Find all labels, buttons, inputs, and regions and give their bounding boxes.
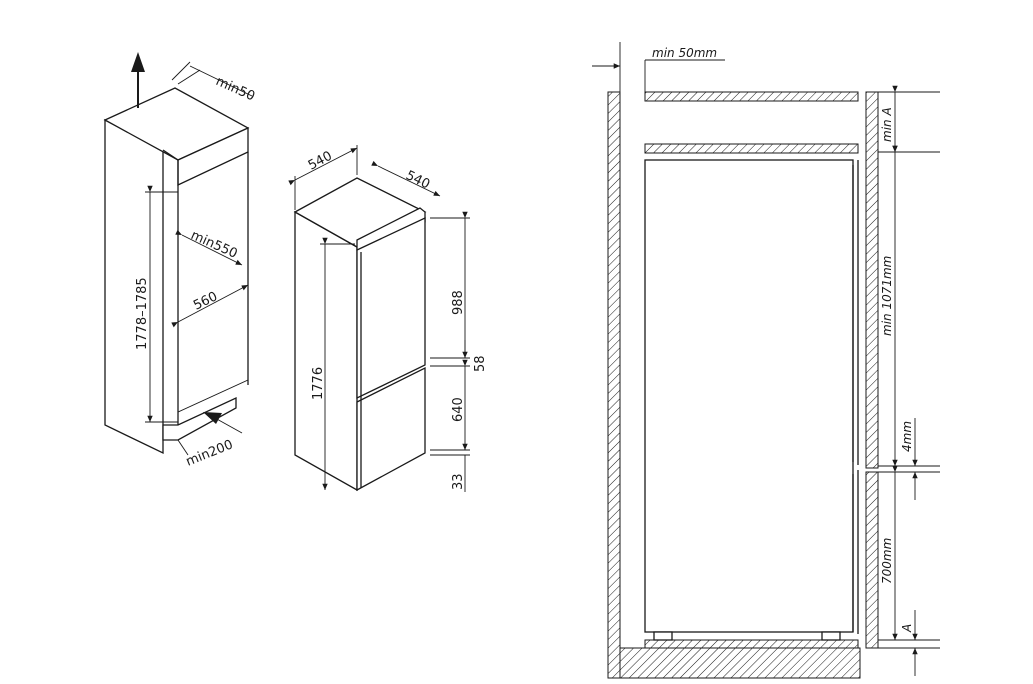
label-min550: min550 [188, 228, 239, 262]
label-min200: min200 [184, 437, 235, 469]
dim-unit-height: 1776 [311, 237, 355, 490]
floor-slab [619, 647, 861, 679]
label-unit-height: 1776 [311, 367, 326, 400]
upper-shelf [644, 143, 859, 154]
dim-560: 560 [171, 284, 249, 328]
label-min-a: min A [880, 107, 894, 142]
side-section: min 50mm min A min 1071mm 4mm 700mm A [592, 42, 940, 679]
dim-right-stack: 988 58 640 33 [430, 211, 488, 492]
unit-lower-door [356, 366, 426, 492]
dim-unit-depth: 540 [371, 160, 441, 197]
label-560: 560 [191, 289, 220, 313]
unit-upper-door [356, 216, 426, 400]
label-lower-door: 640 [451, 397, 466, 422]
appliance-body [644, 159, 854, 633]
label-top-clearance: min 50mm [652, 46, 717, 60]
front-panel-upper [865, 91, 879, 469]
rear-wall [607, 91, 621, 679]
front-panel-lower [865, 471, 879, 649]
label-min-height: min 1071mm [880, 256, 894, 336]
dim-min550: min550 [175, 228, 243, 266]
label-upper-door: 988 [451, 290, 466, 315]
unit-side-panel [294, 210, 358, 492]
niche-plinth [162, 396, 237, 441]
base-plate [644, 639, 859, 649]
foot-rear [653, 631, 673, 641]
label-gap: 58 [473, 355, 488, 372]
label-unit-depth: 540 [403, 168, 432, 192]
dim-niche-height: 1778–1785 [135, 185, 178, 423]
appliance-unit [293, 177, 427, 492]
label-min50: min50 [213, 74, 257, 104]
niche-side-panel [104, 118, 164, 455]
niche-opening [177, 151, 249, 413]
label-unit-width: 540 [306, 149, 335, 174]
label-gap-4mm: 4mm [900, 421, 914, 452]
label-lower-height: 700mm [880, 538, 894, 584]
label-a: A [900, 624, 914, 633]
top-panel [644, 91, 859, 102]
niche-cabinet [103, 87, 250, 455]
foot-front [821, 631, 841, 641]
ventilation-up-arrow [131, 52, 145, 108]
label-niche-height: 1778–1785 [135, 277, 150, 350]
label-base: 33 [451, 473, 466, 490]
